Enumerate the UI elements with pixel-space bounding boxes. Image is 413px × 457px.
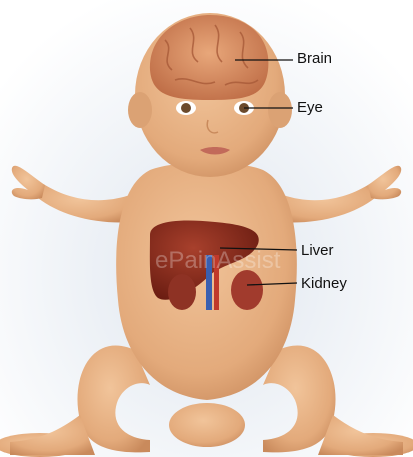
liver-label: Liver bbox=[301, 243, 334, 258]
right-kidney-shape bbox=[231, 270, 263, 310]
left-kidney-shape bbox=[168, 274, 196, 310]
pelvis bbox=[169, 403, 245, 447]
left-ear bbox=[128, 92, 152, 128]
kidney-label: Kidney bbox=[301, 276, 347, 291]
watermark: ePainAssist bbox=[155, 247, 281, 274]
right-ear bbox=[268, 92, 292, 128]
eye-label: Eye bbox=[297, 100, 323, 115]
left-iris bbox=[181, 103, 191, 113]
brain-label: Brain bbox=[297, 51, 332, 66]
